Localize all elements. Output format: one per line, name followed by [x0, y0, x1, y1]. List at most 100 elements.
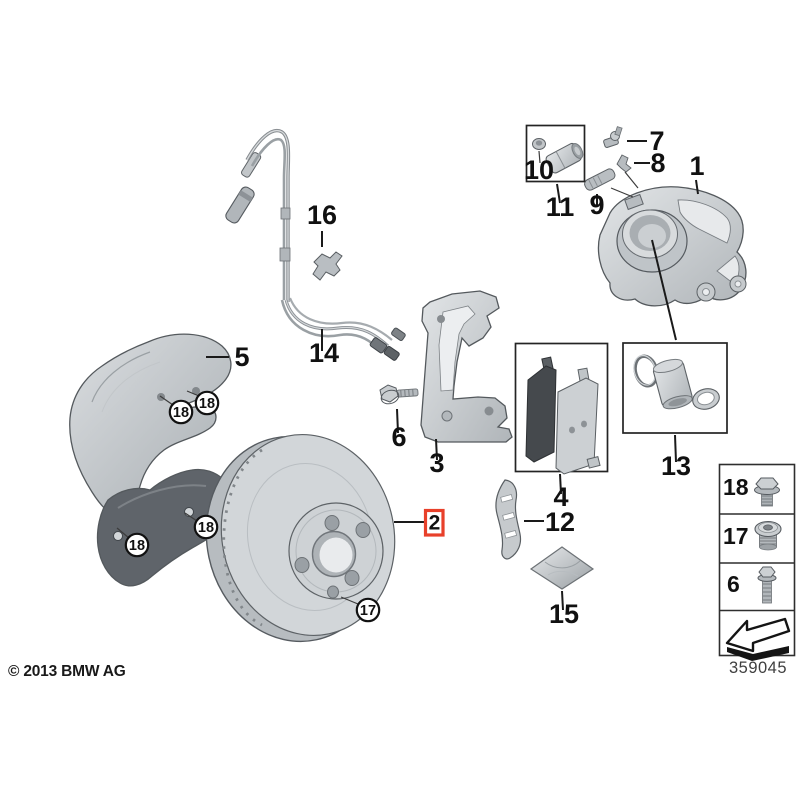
leader-line-1	[695, 179, 699, 195]
bolt-hex-head	[379, 384, 399, 403]
sensor-cable-highlight	[246, 130, 290, 302]
disc-vent-slots	[222, 448, 263, 627]
dust-shield-illustration	[69, 333, 235, 587]
guide-sleeve	[545, 142, 584, 174]
guide-pin	[584, 168, 616, 191]
dust-seal-ring	[692, 388, 720, 410]
carrier-bolt-illustration	[379, 384, 419, 405]
callout-18-text: 18	[198, 520, 214, 536]
set-screw-hole	[327, 585, 339, 599]
leader-line-13-bore	[651, 239, 677, 341]
carrier-hole	[441, 410, 453, 422]
callout-6[interactable]: 6	[391, 422, 406, 452]
legend-row-18[interactable]: 18	[723, 474, 780, 507]
callout-18-circle-b[interactable]: 18	[194, 390, 220, 416]
legend-label-18: 18	[723, 474, 749, 500]
pad-tab	[586, 456, 601, 469]
caliper-lug-hole	[702, 288, 710, 296]
callout-13[interactable]: 13	[661, 451, 691, 481]
leader-line-18d	[184, 512, 198, 522]
carrier-hole	[484, 406, 494, 416]
leader-line-18a	[159, 395, 174, 406]
callout-2-text: 2	[429, 512, 441, 535]
callout-4[interactable]: 4	[553, 482, 568, 512]
thread-lines	[588, 175, 603, 189]
legend-sidebar: 18 17	[718, 463, 796, 677]
leader-line-15	[561, 590, 564, 611]
callout-17-text: 17	[360, 603, 376, 619]
pad-rivet	[569, 426, 575, 434]
packet-crease	[544, 560, 581, 569]
shield-ridge	[91, 351, 151, 403]
cable-bracket	[312, 251, 343, 281]
callout-18-text: 18	[173, 405, 189, 421]
selected-callout-highlight-box	[423, 508, 445, 537]
copyright-text: © 2013 BMW AG	[8, 663, 126, 680]
direction-arrow-icon	[725, 617, 791, 661]
caliper-piston	[652, 358, 693, 410]
callout-10[interactable]: 10	[524, 155, 554, 185]
packet-crease	[547, 570, 579, 577]
carrier-hole	[437, 315, 445, 323]
bushing-kit-box	[525, 124, 586, 183]
leader-line-6	[396, 408, 399, 434]
bushing-cap-bore	[535, 140, 543, 146]
callout-18-circle-d[interactable]: 18	[193, 514, 219, 540]
brake-disc-illustration	[205, 434, 396, 643]
caliper-bore-floor	[638, 224, 666, 248]
lug-hole	[324, 515, 340, 531]
legend-row-17[interactable]: 17	[723, 520, 782, 551]
leader-line-3	[435, 438, 438, 461]
leader-line-8-part	[624, 171, 639, 189]
leader-line-11	[556, 183, 561, 204]
piston-kit-box	[622, 342, 728, 434]
leader-line-4	[559, 473, 562, 495]
callout-1[interactable]: 1	[689, 151, 704, 181]
clip-slot	[504, 530, 518, 539]
callout-7[interactable]: 7	[649, 126, 664, 156]
legend-row-6[interactable]: 6	[727, 566, 777, 604]
circled-callouts: 18 18 18 18 17	[124, 390, 381, 623]
grease-packet-illustration	[529, 546, 595, 590]
thread-lines	[761, 495, 773, 506]
callout-14[interactable]: 14	[309, 338, 339, 368]
bolt-shank	[396, 388, 419, 398]
bolt-flange	[380, 389, 400, 405]
shield-ridge	[101, 361, 161, 413]
callout-15[interactable]: 15	[549, 599, 579, 629]
callout-18-text: 18	[199, 396, 215, 412]
leader-line-18b	[186, 390, 200, 397]
shield-bolt-hole	[113, 531, 123, 541]
callout-9[interactable]: 9	[589, 190, 604, 220]
caliper-lug-hole	[734, 280, 742, 288]
hex-flange-bolt-long-icon	[757, 566, 777, 604]
callout-11[interactable]: 11	[546, 192, 575, 222]
brake-pads-box	[514, 342, 609, 475]
callout-18-circle-c[interactable]: 18	[124, 532, 150, 558]
sensor-cable	[250, 137, 287, 300]
clip-slot	[502, 512, 516, 521]
callout-8[interactable]: 8	[650, 148, 665, 178]
carrier-opening	[438, 305, 476, 392]
cable-sleeve	[279, 247, 291, 262]
selected-callout-2[interactable]: 2	[423, 508, 445, 537]
brake-hose	[288, 297, 393, 341]
callout-12[interactable]: 12	[545, 507, 575, 537]
pad-rivet	[581, 420, 587, 428]
disc-center-bore-inner	[319, 537, 353, 573]
callout-5[interactable]: 5	[234, 342, 249, 372]
hose-fitting	[391, 327, 406, 342]
callout-labels: 1 3 4 5 6 7 8 9 10 11 12 13 14 15 16	[234, 126, 704, 629]
caliper-carrier-illustration	[420, 290, 513, 443]
callout-16[interactable]: 16	[307, 200, 337, 230]
cable-sleeve	[280, 207, 291, 220]
drawing-number: 359045	[729, 659, 787, 677]
shield-bolt-hole	[192, 387, 200, 395]
callout-17-circle[interactable]: 17	[355, 597, 381, 623]
callout-3[interactable]: 3	[429, 448, 444, 478]
callout-18-circle-a[interactable]: 18	[168, 399, 194, 425]
shield-ridge	[117, 484, 207, 509]
leader-line-10	[538, 150, 541, 164]
brake-caliper-illustration	[584, 126, 747, 307]
